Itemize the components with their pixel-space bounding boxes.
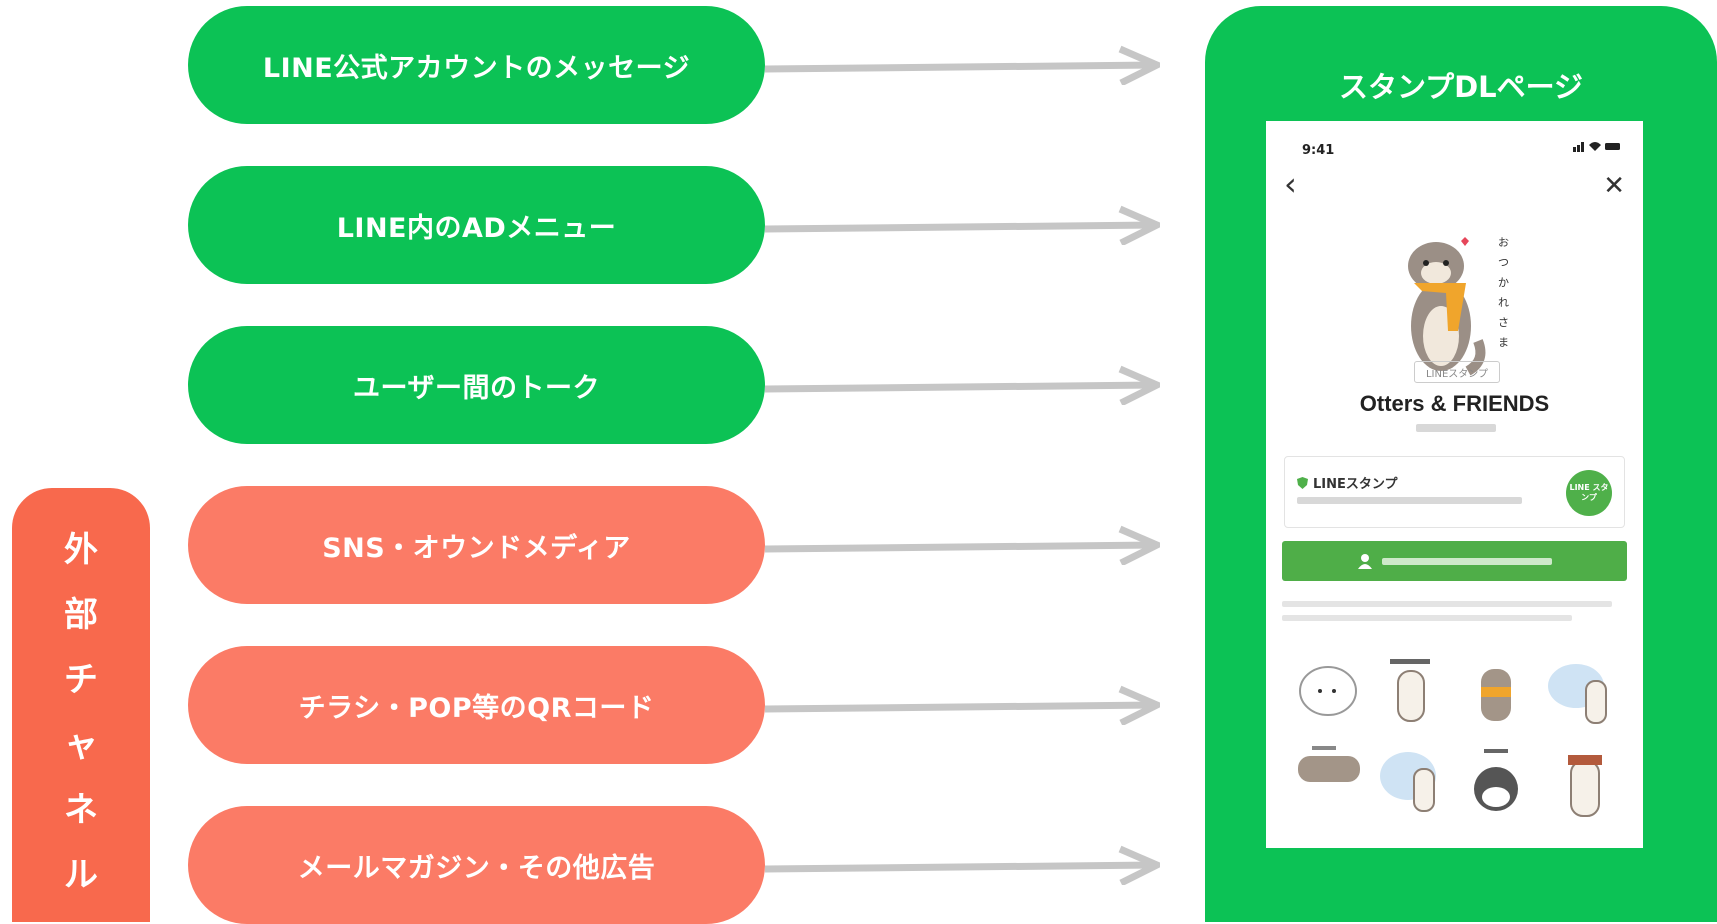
svg-text:か: か bbox=[1498, 276, 1509, 289]
sticker-thumbnail bbox=[1568, 755, 1602, 817]
sticker-thumbnail bbox=[1380, 752, 1436, 812]
status-bar-icon bbox=[1573, 142, 1620, 152]
sticker-thumbnail bbox=[1474, 749, 1518, 811]
sticker-info-card[interactable]: LINEスタンプ LINE スタンプ bbox=[1284, 456, 1625, 528]
svg-text:お: お bbox=[1498, 236, 1509, 249]
arrow-right-icon bbox=[765, 845, 1160, 885]
download-button[interactable] bbox=[1282, 541, 1627, 581]
back-icon[interactable]: ‹ bbox=[1284, 165, 1297, 203]
card-label-text: LINEスタンプ bbox=[1313, 477, 1398, 492]
sticker-download-page-panel: スタンプDLページ 9:41 ‹ ✕ おつかれさま LINEスタンプ Otter… bbox=[1205, 6, 1717, 922]
channel-line-ad-menu: LINE内のADメニュー bbox=[188, 166, 765, 284]
card-label: LINEスタンプ bbox=[1297, 473, 1398, 492]
external-channel-label: 外 部 チ ャ ネ ル bbox=[12, 488, 150, 922]
sticker-tag: LINEスタンプ bbox=[1414, 361, 1500, 383]
add-friend-icon bbox=[1358, 554, 1372, 569]
arrow-right-icon bbox=[765, 685, 1160, 725]
external-label-char: ネ bbox=[64, 790, 98, 830]
blurred-text bbox=[1282, 601, 1612, 607]
channel-flyer-qr-code: チラシ・POP等のQRコード bbox=[188, 646, 765, 764]
panel-title: スタンプDLページ bbox=[1338, 70, 1584, 104]
arrow-right-icon bbox=[765, 525, 1160, 565]
channel-sns-owned-media: SNS・オウンドメディア bbox=[188, 486, 765, 604]
svg-text:さ: さ bbox=[1498, 316, 1509, 329]
sticker-thumbnail bbox=[1548, 664, 1607, 724]
external-label-char: チ bbox=[64, 660, 98, 700]
shield-icon bbox=[1297, 476, 1308, 489]
blurred-text bbox=[1297, 497, 1522, 504]
sticker-thumbnail bbox=[1298, 746, 1360, 782]
svg-text:つ: つ bbox=[1498, 256, 1509, 269]
channel-line-official-message: LINE公式アカウントのメッセージ bbox=[188, 6, 765, 124]
arrow-right-icon bbox=[765, 365, 1160, 405]
channel-user-talk: ユーザー間のトーク bbox=[188, 326, 765, 444]
external-label-char: 部 bbox=[64, 595, 98, 635]
external-label-char: ャ bbox=[64, 725, 98, 765]
sticker-thumbnail bbox=[1299, 666, 1357, 716]
product-name: Otters & FRIENDS bbox=[1359, 391, 1550, 416]
blurred-text bbox=[1416, 424, 1496, 432]
sticker-preview-grid bbox=[1298, 659, 1607, 817]
line-sticker-app-icon: LINE スタンプ bbox=[1566, 470, 1612, 516]
arrow-right-icon bbox=[765, 45, 1160, 85]
svg-text:ま: ま bbox=[1498, 336, 1509, 349]
external-label-char: ル bbox=[64, 855, 98, 895]
blurred-text bbox=[1382, 558, 1552, 565]
channel-mail-magazine-ads: メールマガジン・その他広告 bbox=[188, 806, 765, 924]
sticker-thumbnail bbox=[1481, 669, 1511, 721]
close-icon[interactable]: ✕ bbox=[1603, 171, 1625, 201]
svg-text:れ: れ bbox=[1498, 296, 1509, 309]
external-label-char: 外 bbox=[64, 530, 98, 570]
blurred-text bbox=[1282, 615, 1572, 621]
arrow-right-icon bbox=[765, 205, 1160, 245]
status-time: 9:41 bbox=[1302, 143, 1335, 158]
sticker-thumbnail bbox=[1390, 659, 1430, 722]
phone-screenshot: 9:41 ‹ ✕ おつかれさま LINEスタンプ Otters & FRIEND… bbox=[1266, 121, 1643, 848]
